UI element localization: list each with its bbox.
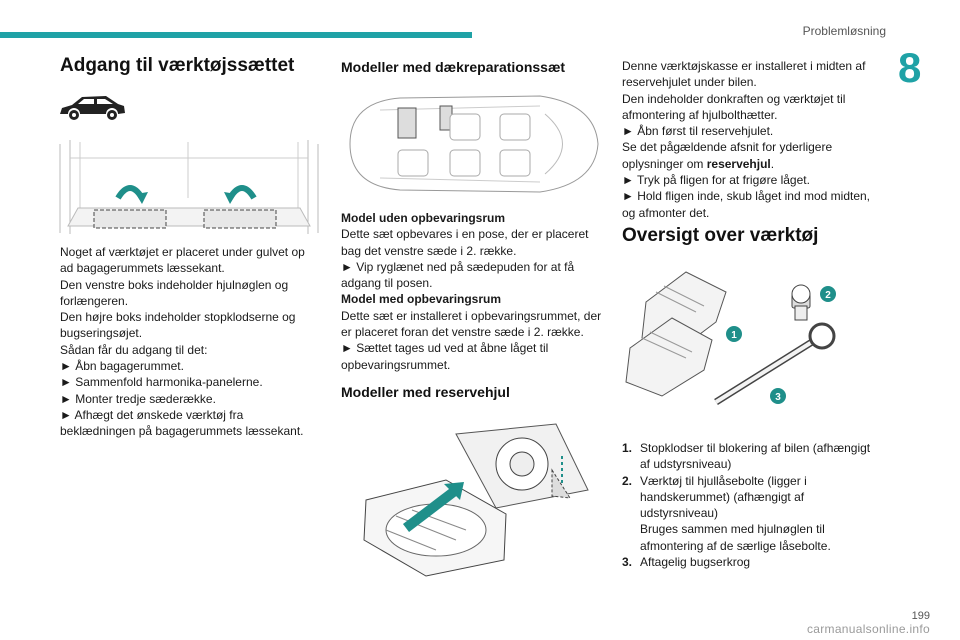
tool-list-number: 3.	[622, 555, 633, 570]
text-line: af udstyrsniveau)	[640, 457, 732, 472]
text-line: Sådan får du adgang til det:	[60, 342, 208, 357]
watermark: carmanualsonline.info	[806, 622, 930, 636]
text-line: Den venstre boks indeholder hjulnøglen o…	[60, 277, 289, 292]
text-line: ► Åbn bagagerummet.	[60, 359, 184, 374]
callout-1: 1	[731, 330, 737, 341]
column-2-heading: Modeller med dækreparationssæt	[341, 59, 611, 75]
tool-list-item: 2. Værktøj til hjullåsebolte (ligger i h…	[622, 473, 890, 554]
text-line: ► Afhægt det ønskede værktøj fra	[60, 407, 244, 422]
text-line: opbevaringsrummet.	[341, 357, 451, 372]
text-line: beklædningen på bagagerummets læssekant.	[60, 424, 304, 439]
reference-suffix: .	[770, 156, 775, 171]
text-line: udstyrsniveau)	[640, 506, 719, 521]
text-line: Bruges sammen med hjulnøglen til	[640, 522, 825, 537]
text-line: ► Hold fligen inde, skub låget ind mod m…	[622, 189, 871, 204]
text-line: Noget af værktøjet er placeret under gul…	[60, 245, 305, 259]
callout-1-marker	[726, 326, 742, 342]
reference-line: oplysninger om reservehjul.	[622, 156, 890, 172]
text-line: er placeret foran det venstre sæde i 2. …	[341, 325, 584, 340]
chapter-number: 8	[898, 44, 922, 91]
callout-3-marker	[770, 388, 786, 404]
tool-list-number: 1.	[622, 441, 633, 455]
column-1-text: Noget af værktøjet er placeret under gul…	[60, 244, 325, 440]
section-title-tool-overview: Oversigt over værktøj	[622, 225, 819, 246]
column-3-heading: Oversigt over værktøj	[622, 225, 890, 246]
section-title-tool-access: Adgang til værktøjssættet	[60, 55, 295, 76]
text-line: Denne værktøjskasse er installeret i mid…	[622, 59, 866, 73]
car-top-view-illustration	[349, 95, 599, 193]
callout-3: 3	[775, 392, 781, 403]
tools-overview-illustration: 1 2 3	[625, 271, 836, 405]
text-line: Den højre boks indeholder stopklodserne …	[60, 310, 296, 325]
page-number: 199	[911, 610, 930, 622]
tool-list: 1. Stopklodser til blokering af bilen (a…	[622, 440, 890, 570]
subheading-with-storage: Model med opbevaringsrum	[341, 292, 502, 307]
text-line: handskerummet) (afhængigt af	[640, 489, 805, 504]
callout-2: 2	[825, 290, 831, 301]
chapter-accent-bar	[0, 32, 472, 38]
subheading-no-storage: Model uden opbevaringsrum	[341, 211, 506, 225]
text-line: ► Tryk på fligen for at frigøre låget.	[622, 173, 810, 188]
text-line: Stopklodser til blokering af bilen (afhæ…	[640, 441, 871, 455]
text-line: ► Vip ryglænet ned på sædepuden for at f…	[341, 259, 575, 274]
section-title-repair-kit: Modeller med dækreparationssæt	[341, 59, 566, 75]
text-line: Aftagelig bugserkrog	[640, 555, 751, 570]
text-line: Dette sæt opbevares i en pose, der er pl…	[341, 227, 589, 242]
column-1: Adgang til værktøjssættet	[60, 55, 320, 76]
text-line: afmontering af hjulbolthætter.	[622, 107, 778, 122]
text-line: ► Sættet tages ud ved at åbne låget til	[341, 341, 549, 356]
text-line: og afmonter det.	[622, 205, 710, 220]
reference-link-spare-wheel[interactable]: reservehjul	[706, 156, 771, 171]
text-line: Se det pågældende afsnit for yderligere	[622, 140, 833, 155]
text-line: Dette sæt er installeret i opbevaringsru…	[341, 308, 602, 323]
tool-list-item: 1. Stopklodser til blokering af bilen (a…	[622, 440, 890, 473]
chapter-title: Problemløsning	[802, 24, 886, 38]
text-line: bugseringsøjet.	[60, 326, 143, 341]
reference-text: oplysninger om	[622, 156, 707, 171]
text-line: forlængeren.	[60, 293, 129, 308]
text-line: adgang til posen.	[341, 276, 433, 291]
text-line: ► Monter tredje sæderække.	[60, 391, 216, 406]
text-line: ► Åbn først til reservehjulet.	[622, 124, 774, 139]
spare-wheel-toolbox-illustration	[363, 423, 589, 577]
callout-2-marker	[820, 286, 836, 302]
column-3-text: Denne værktøjskasse er installeret i mid…	[622, 58, 890, 221]
text-line: bag det venstre sæde i 2. række.	[341, 243, 517, 258]
column-2-text: Model uden opbevaringsrum Dette sæt opbe…	[341, 210, 616, 373]
trunk-floor-illustration	[58, 138, 320, 238]
text-line: afmontering af de særlige låsebolte.	[640, 538, 831, 553]
text-line: Den indeholder donkraften og værktøjet t…	[622, 91, 846, 106]
text-line: ad bagagerummets læssekant.	[60, 261, 225, 276]
text-line: reservehjulet under bilen.	[622, 75, 757, 90]
column-2-heading-2: Modeller med reservehjul	[341, 384, 611, 400]
tool-list-item: 3. Aftagelig bugserkrog	[622, 554, 890, 570]
tool-list-number: 2.	[622, 473, 633, 488]
section-title-spare-wheel: Modeller med reservehjul	[341, 384, 510, 400]
text-line: ► Sammenfold harmonika-panelerne.	[60, 375, 263, 390]
car-silhouette-icon	[60, 96, 125, 120]
text-line: Værktøj til hjullåsebolte (ligger i	[640, 473, 807, 488]
